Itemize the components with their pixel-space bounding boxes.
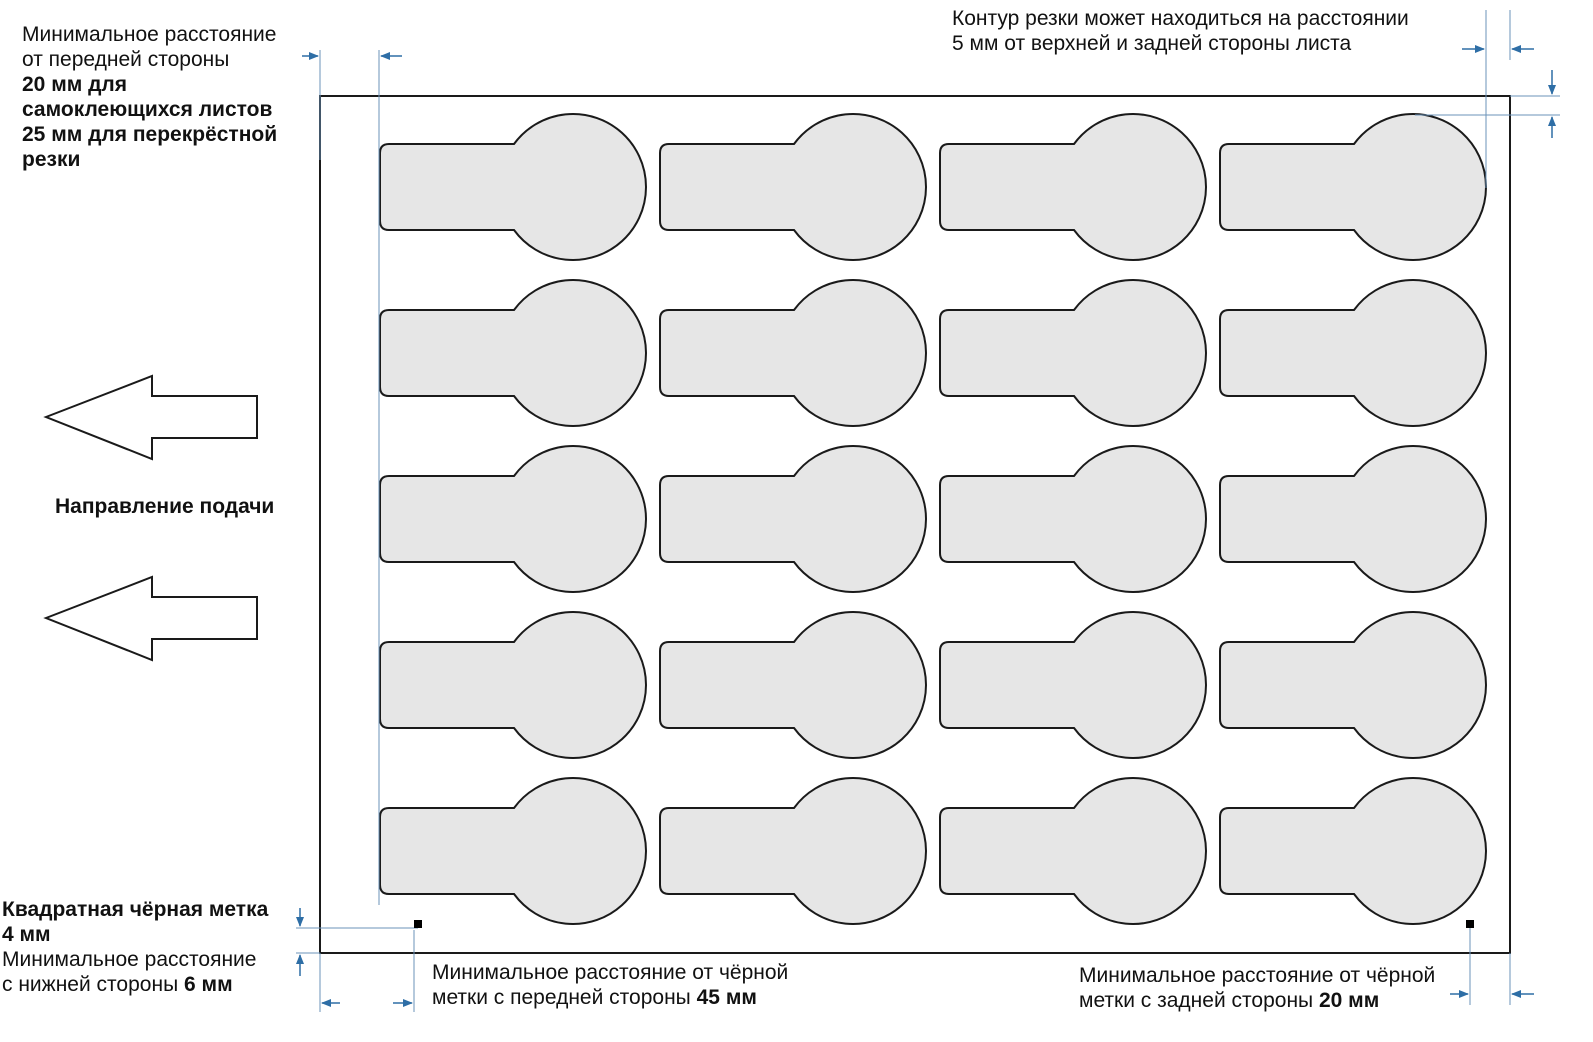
bottom-margin-text: с нижней стороны <box>2 973 179 996</box>
front-margin-note: Минимальное расстояние от передней сторо… <box>22 22 277 172</box>
front-margin-line6: резки <box>22 148 81 171</box>
feed-direction-label: Направление подачи <box>55 495 275 518</box>
black-mark-note: Квадратная чёрная метка 4 мм Минимальное… <box>2 897 268 997</box>
bottom-margin-line1: Минимальное расстояние <box>2 948 257 971</box>
die-cut-label-r4-c1 <box>379 611 647 759</box>
top-margin-line1: Контур резки может находиться на расстоя… <box>952 7 1409 30</box>
front-margin-line1: Минимальное расстояние <box>22 23 277 46</box>
guide-lines <box>296 10 1560 1012</box>
die-cut-label-r5-c4 <box>1219 777 1488 925</box>
mark-front-note: Минимальное расстояние от чёрной метки с… <box>432 960 788 1010</box>
mark-back-note: Минимальное расстояние от чёрной метки с… <box>1079 963 1435 1013</box>
die-cut-label-r5-c2 <box>659 777 927 925</box>
feed-direction-arrow-bottom <box>43 575 258 662</box>
black-mark-back <box>1466 920 1474 928</box>
front-margin-line3: 20 мм для <box>22 73 128 96</box>
mark-back-line2: метки с задней стороны 20 мм <box>1079 988 1435 1013</box>
mark-front-value: 45 мм <box>696 986 757 1009</box>
black-mark-front <box>414 920 422 928</box>
die-cut-label-r4-c3 <box>939 611 1208 759</box>
die-cut-label-r3-c4 <box>1219 445 1488 593</box>
black-mark-line1: Квадратная чёрная метка <box>2 898 269 921</box>
die-cut-label-r1-c1 <box>379 113 647 261</box>
mark-front-line1: Минимальное расстояние от чёрной <box>432 961 789 984</box>
black-mark-line2: 4 мм <box>2 923 51 946</box>
mark-front-text: метки с передней стороны <box>432 986 691 1009</box>
mark-back-value: 20 мм <box>1318 989 1380 1012</box>
die-cut-label-r1-c4 <box>1219 113 1488 261</box>
bottom-margin-line2: с нижней стороны 6 мм <box>2 972 268 997</box>
label-grid <box>379 113 1488 925</box>
die-cut-label-r3-c2 <box>659 445 927 593</box>
die-cut-label-r4-c2 <box>659 611 927 759</box>
die-cut-label-r2-c2 <box>659 279 927 427</box>
front-margin-line2: от передней стороны <box>22 48 230 71</box>
mark-back-line1: Минимальное расстояние от чёрной <box>1079 964 1436 987</box>
top-margin-line2: 5 мм от верхней и задней стороны листа <box>952 32 1352 55</box>
feed-direction-arrow-top <box>43 374 258 461</box>
bottom-margin-value: 6 мм <box>184 973 233 996</box>
die-cut-label-r3-c1 <box>379 445 647 593</box>
die-cut-label-r1-c3 <box>939 113 1208 261</box>
die-cut-label-r2-c4 <box>1219 279 1488 427</box>
die-cut-label-r2-c1 <box>379 279 647 427</box>
front-margin-line4: самоклеющихся листов <box>22 98 273 121</box>
sheet-outline <box>319 95 1511 954</box>
mark-front-line2: метки с передней стороны 45 мм <box>432 985 788 1010</box>
die-cut-label-r5-c3 <box>939 777 1208 925</box>
die-cut-label-r2-c3 <box>939 279 1208 427</box>
dimension-arrows <box>296 45 1556 1007</box>
die-cut-label-r5-c1 <box>379 777 647 925</box>
die-cut-label-r3-c3 <box>939 445 1208 593</box>
front-margin-line5: 25 мм для перекрёстной <box>22 123 278 146</box>
die-cut-label-r4-c4 <box>1219 611 1488 759</box>
die-cut-label-r1-c2 <box>659 113 927 261</box>
top-margin-note: Контур резки может находиться на расстоя… <box>952 6 1409 56</box>
mark-back-text: метки с задней стороны <box>1079 989 1314 1012</box>
